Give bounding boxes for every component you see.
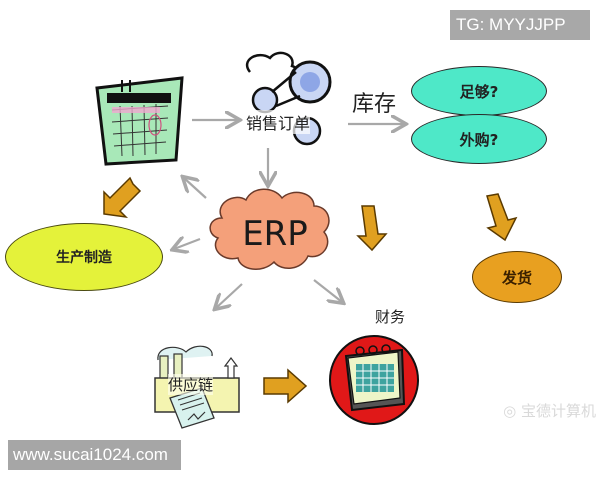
supply-chain-label: 供应链: [168, 374, 214, 395]
finance-label: 财务: [375, 308, 406, 326]
watermark-tg: TG: MYYJJPP: [450, 10, 590, 40]
erp-cloud-icon: [209, 188, 330, 270]
watermark-site: www.sucai1024.com: [8, 440, 181, 470]
finance-calendar-icon: [329, 335, 419, 425]
sales-order-label: 销售订单: [246, 110, 311, 134]
watermark-weibo: ◎ 宝德计算机: [426, 398, 596, 424]
manufacturing-label: 生产制造: [56, 250, 112, 266]
inventory-label: 库存: [352, 92, 397, 117]
shipping-label: 发货: [501, 268, 532, 287]
gray-arrows: [174, 120, 404, 308]
weibo-text: 宝德计算机: [520, 402, 596, 420]
outsource-label: 外购?: [459, 130, 499, 149]
manufacturing-node: 生产制造: [5, 223, 163, 291]
erp-label: ERP: [242, 214, 308, 254]
outsource-node: 外购?: [411, 114, 547, 164]
shipping-node: 发货: [472, 251, 562, 303]
orange-arrows: [103, 176, 518, 404]
enough-node: 足够?: [411, 66, 547, 116]
calendar-icon: [95, 76, 184, 166]
weibo-icon: ◎: [503, 402, 521, 420]
enough-label: 足够?: [459, 82, 499, 101]
